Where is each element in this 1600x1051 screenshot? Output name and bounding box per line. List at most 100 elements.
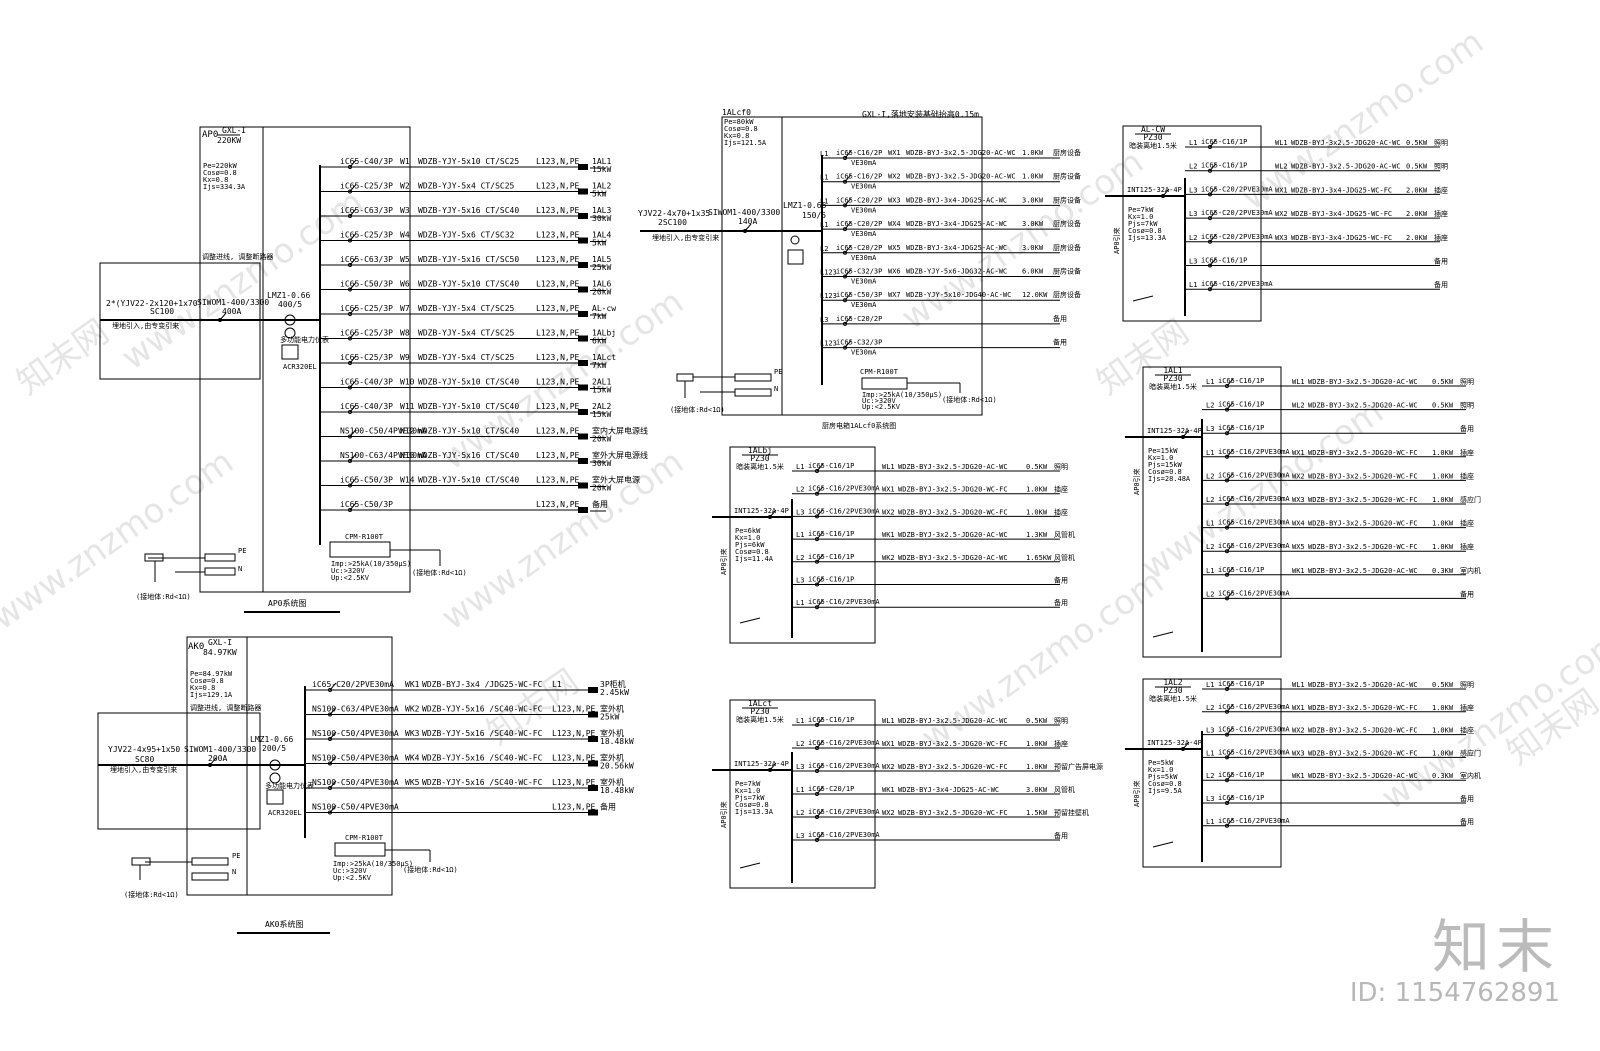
panel-param: Pe=80kW bbox=[724, 118, 754, 126]
panel-param: Ijs=28.48A bbox=[1148, 475, 1191, 483]
target-panel: 室内大屏电源线 bbox=[592, 426, 648, 436]
breaker-contact bbox=[815, 491, 819, 496]
phase: L1 bbox=[1206, 818, 1214, 826]
circuit-use: 备用 bbox=[1053, 314, 1067, 323]
earth-note: (接地体:Rd<1Ω) bbox=[136, 592, 191, 601]
cable-spec: WDZB-BYJ-3x2.5-JDG20-AC-WC bbox=[898, 554, 1008, 562]
phase: L123,N,PE bbox=[552, 803, 596, 812]
phase: L1 bbox=[1206, 449, 1214, 457]
panel-param: Kx=0.8 bbox=[203, 176, 228, 184]
breaker-contact bbox=[815, 792, 819, 796]
circuit-id: W5 bbox=[400, 255, 410, 264]
panel-param: Pjs=6kW bbox=[735, 541, 765, 549]
breaker-contact bbox=[1225, 572, 1229, 577]
circuit-id: WX2 bbox=[1275, 210, 1288, 218]
circuit-id: W11 bbox=[400, 402, 415, 411]
breaker: iC65-C16/2PVE30mA bbox=[1218, 748, 1290, 756]
phase: L3 bbox=[820, 316, 828, 324]
circuit-load: 6kW bbox=[592, 337, 607, 346]
breaker: iC65-C16/2PVE30mA bbox=[1218, 589, 1290, 597]
phase: L1 bbox=[1206, 520, 1214, 528]
earth-note: (接地体:Rd<1Ω) bbox=[942, 395, 997, 404]
breaker: NS100-C63/4PVE30mA bbox=[312, 705, 399, 714]
breaker: iC65-C20/2PVE30mA bbox=[312, 680, 394, 689]
breaker: iC65-C50/3P bbox=[836, 291, 882, 299]
n-label: N bbox=[774, 385, 778, 393]
circuit-load: 1.0KW bbox=[1432, 496, 1454, 504]
panel-param: Pe=220kW bbox=[203, 162, 238, 170]
circuit-id: WK4 bbox=[405, 754, 420, 763]
circuit-id: WX5 bbox=[888, 244, 901, 252]
breaker-contact bbox=[1225, 431, 1229, 436]
phase: L3 bbox=[1189, 258, 1197, 266]
circuit-load: 2.0KW bbox=[1406, 186, 1428, 194]
breaker: iC65-C32/3P bbox=[836, 268, 882, 276]
spd-spec: Up:<2.5KV bbox=[333, 874, 372, 882]
breaker: iC65-C16/2PVE30mA bbox=[1218, 471, 1290, 479]
breaker: iC65-C16/2PVE30mA bbox=[808, 762, 880, 770]
frame bbox=[787, 249, 804, 265]
main-switch: INT125-32A-4P bbox=[1147, 739, 1202, 747]
cable-spec: WDZB-BYJ-3x2.5-JDG20-AC-WC bbox=[898, 463, 1008, 471]
phase: L2 bbox=[796, 740, 804, 748]
incoming-cable: YJV22-4x70+1x35 bbox=[638, 209, 710, 218]
circuit-load: 7kW bbox=[592, 361, 607, 370]
incoming-cable: 2*(YJV22-2x120+1x70) bbox=[106, 299, 202, 308]
breaker-contact bbox=[768, 515, 772, 519]
breaker-contact bbox=[1225, 549, 1229, 554]
breaker-contact bbox=[1225, 755, 1229, 760]
phase: L2 bbox=[796, 554, 804, 562]
breaker-contact bbox=[815, 514, 819, 519]
meter-model: ACR320EL bbox=[283, 363, 317, 371]
breaker: NS100-C50/4PVE30mA bbox=[312, 803, 399, 812]
circuit-load: 0.5KW bbox=[1432, 402, 1454, 410]
breaker-contact bbox=[1225, 407, 1229, 412]
circuit-load: 3.0KW bbox=[1022, 244, 1044, 252]
panel-source: AP0引来 bbox=[1132, 468, 1141, 495]
panel-param: Cosø=0.8 bbox=[190, 677, 224, 685]
panel-name: 1ALcf0 bbox=[722, 108, 751, 117]
circuit-id: WL1 bbox=[882, 463, 895, 471]
phase: L3 bbox=[796, 577, 804, 585]
breaker: iC65-C16/1P bbox=[1218, 401, 1264, 409]
breaker: iC65-C16/1P bbox=[808, 462, 854, 470]
phase: L2 bbox=[1206, 402, 1214, 410]
phase: L123,N,PE bbox=[552, 729, 596, 738]
circuit-use: 厨房设备 bbox=[1053, 243, 1081, 252]
circuit-use: 室内机 bbox=[1460, 566, 1481, 575]
meter-symbol bbox=[284, 327, 296, 339]
circuit-load: 1.0KW bbox=[1026, 486, 1048, 494]
circuit-id: WX3 bbox=[1292, 496, 1305, 504]
rcd: VE30mA bbox=[851, 349, 877, 357]
circuit-id: WX1 bbox=[888, 149, 901, 157]
circuit-load: 12.0KW bbox=[1022, 291, 1048, 299]
cable-spec: WDZB-BYJ-3x2.5-JDG20-WC-FC bbox=[1308, 543, 1418, 551]
circuit-id: WL2 bbox=[1292, 402, 1305, 410]
current-transformer: LMZ1-0.66 bbox=[267, 291, 311, 300]
cable-spec: WDZB-BYJ-3x2.5-JDG20-AC-WC bbox=[1308, 772, 1418, 780]
panel-power: 84.97KW bbox=[203, 648, 237, 657]
panel-source: AP0引来 bbox=[719, 801, 728, 828]
breaker: iC65-C16/1P bbox=[1201, 138, 1247, 146]
breaker: iC65-C16/1P bbox=[1218, 566, 1264, 574]
phase: L123,N,PE bbox=[536, 280, 580, 289]
panel-param: Ijs=13.3A bbox=[735, 808, 774, 816]
breaker-contact bbox=[1208, 145, 1212, 149]
spd-spec: Up:<2.5KV bbox=[331, 574, 370, 582]
circuit-id: WX1 bbox=[1292, 704, 1305, 712]
breaker-contact bbox=[348, 459, 352, 463]
breaker-contact bbox=[815, 769, 819, 773]
circuit-use: 预留挂壁机 bbox=[1054, 808, 1089, 817]
cable-spec: WDZB-BYJ-3x2.5-JDG20-WC-FC bbox=[1308, 496, 1418, 504]
